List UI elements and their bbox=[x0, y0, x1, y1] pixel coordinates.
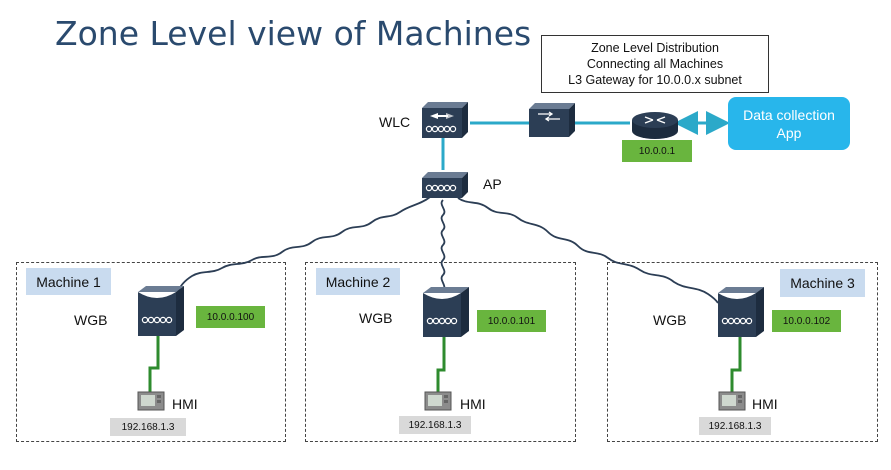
wlc-icon[interactable] bbox=[422, 102, 468, 138]
machine-3-wgb-ip: 10.0.0.102 bbox=[772, 310, 841, 332]
machine-2-wgb-ip: 10.0.0.101 bbox=[477, 310, 546, 332]
machine-3-zone bbox=[607, 262, 878, 442]
note-line-3: L3 Gateway for 10.0.0.x subnet bbox=[568, 73, 742, 87]
machine-1-wgb-ip: 10.0.0.100 bbox=[196, 306, 265, 328]
router-ip-badge: 10.0.0.1 bbox=[622, 140, 692, 162]
wgb-icon-machine-1[interactable] bbox=[138, 286, 184, 336]
machine-3-hmi-label: HMI bbox=[752, 396, 778, 412]
machine-2-hmi-ip: 192.168.1.3 bbox=[399, 416, 471, 434]
machine-1-wgb-label: WGB bbox=[74, 312, 108, 328]
machine-3-hmi-ip: 192.168.1.3 bbox=[699, 417, 771, 435]
machine-1-hmi-ip: 192.168.1.3 bbox=[110, 418, 186, 436]
wireless-link-machine-1 bbox=[177, 196, 431, 293]
machine-3-wgb-label: WGB bbox=[653, 312, 687, 328]
app-label-line-2: App bbox=[776, 124, 802, 141]
hmi-icon-machine-3[interactable] bbox=[718, 391, 746, 411]
machine-2-wgb-label: WGB bbox=[359, 310, 393, 326]
note-line-1: Zone Level Distribution bbox=[591, 41, 719, 55]
note-line-2: Connecting all Machines bbox=[586, 57, 724, 71]
machine-1-hmi-label: HMI bbox=[172, 396, 198, 412]
machine-2-hmi-label: HMI bbox=[460, 396, 486, 412]
wlc-label: WLC bbox=[379, 114, 411, 130]
machine-2-tag: Machine 2 bbox=[316, 268, 400, 295]
machine-1-zone bbox=[16, 262, 286, 442]
hmi-icon-machine-1[interactable] bbox=[137, 391, 165, 411]
page-title: Zone Level view of Machines bbox=[55, 14, 532, 53]
machine-2-zone bbox=[305, 262, 576, 442]
wgb-icon-machine-2[interactable] bbox=[423, 287, 469, 337]
switch-icon[interactable] bbox=[529, 103, 575, 137]
ap-icon[interactable] bbox=[422, 172, 468, 198]
machine-3-tag: Machine 3 bbox=[780, 269, 865, 297]
wired-link-machine-2 bbox=[436, 337, 446, 392]
ap-label: AP bbox=[483, 176, 502, 192]
wireless-link-machine-3 bbox=[457, 197, 719, 304]
hmi-icon-machine-2[interactable] bbox=[424, 391, 452, 411]
wireless-link-machine-2 bbox=[440, 199, 446, 293]
router-icon[interactable] bbox=[632, 112, 678, 139]
data-collection-app[interactable]: Data collection App bbox=[728, 97, 850, 150]
wired-link-machine-3 bbox=[730, 337, 742, 392]
wgb-icon-machine-3[interactable] bbox=[718, 287, 764, 337]
zone-distribution-note: Zone Level Distribution Connecting all M… bbox=[541, 35, 769, 93]
app-label-line-1: Data collection bbox=[743, 106, 835, 123]
machine-1-tag: Machine 1 bbox=[26, 268, 111, 295]
wired-link-machine-1 bbox=[148, 336, 160, 392]
